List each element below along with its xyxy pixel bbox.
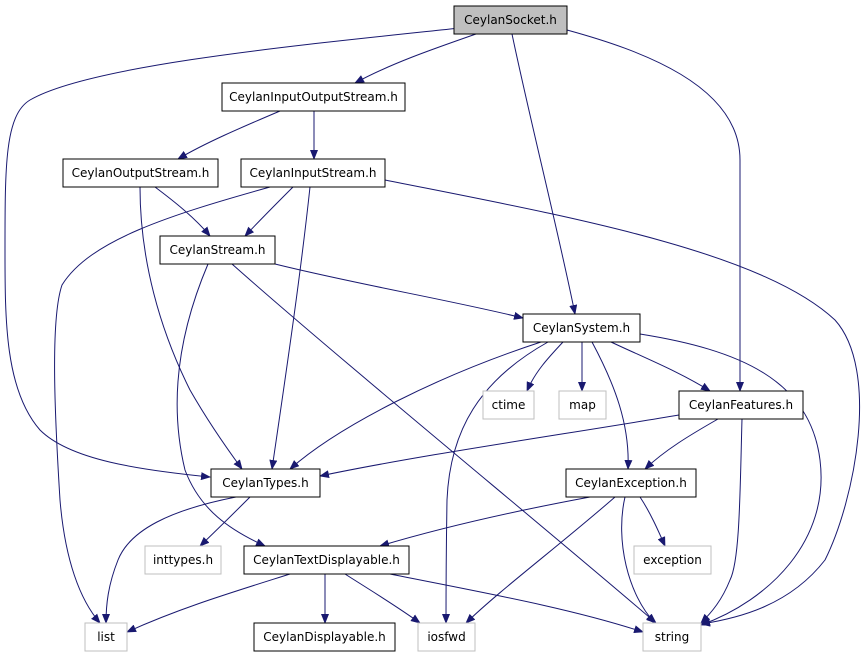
- node-box-displayable: [253, 622, 396, 652]
- edge-ostream-to-stream: [154, 186, 211, 237]
- node-box-exception: [565, 468, 697, 498]
- node-box-list: [84, 622, 128, 652]
- edge-socket-to-system: [511, 33, 578, 315]
- node-stream[interactable]: CeylanStream.h: [159, 235, 276, 265]
- node-box-iostream: [221, 82, 406, 112]
- node-features[interactable]: CeylanFeatures.h: [678, 390, 804, 420]
- edge-system-to-ctime: [526, 341, 564, 392]
- node-box-ctime: [482, 390, 535, 420]
- edge-system-to-string: [639, 333, 822, 626]
- node-map: map: [558, 390, 607, 420]
- node-textdisp[interactable]: CeylanTextDisplayable.h: [243, 545, 410, 575]
- node-label-string: string: [655, 630, 689, 644]
- edge-iostream-to-ostream: [177, 110, 281, 160]
- edge-features-to-string: [700, 418, 743, 624]
- edge-stream-to-system: [274, 263, 524, 320]
- node-displayable[interactable]: CeylanDisplayable.h: [253, 622, 396, 652]
- node-box-ostream: [62, 158, 219, 188]
- node-box-types: [210, 468, 321, 498]
- edge-stream-to-string: [231, 263, 657, 624]
- node-label-features: CeylanFeatures.h: [689, 398, 793, 412]
- node-box-stream: [159, 235, 276, 265]
- node-list: list: [84, 622, 128, 652]
- node-ostream[interactable]: CeylanOutputStream.h: [62, 158, 219, 188]
- node-box-inttypes: [144, 545, 222, 575]
- edge-socket-to-types: [4, 27, 461, 481]
- node-label-list: list: [97, 630, 115, 644]
- edge-istream-to-list: [54, 186, 271, 624]
- edge-textdisp-to-string: [389, 573, 644, 633]
- edge-features-to-types: [319, 414, 680, 479]
- edge-exception-to-exc: [639, 496, 666, 547]
- edge-exception-to-iosfwd: [465, 496, 616, 624]
- edge-ostream-to-types: [139, 186, 243, 470]
- node-box-istream: [240, 158, 386, 188]
- node-types[interactable]: CeylanTypes.h: [210, 468, 321, 498]
- edge-system-to-types: [289, 341, 542, 470]
- node-label-types: CeylanTypes.h: [222, 476, 308, 490]
- node-label-iostream: CeylanInputOutputStream.h: [229, 90, 398, 104]
- edge-textdisp-to-list: [126, 573, 291, 633]
- edge-socket-to-iostream: [354, 33, 477, 84]
- edge-istream-to-stream: [244, 186, 294, 237]
- node-label-istream: CeylanInputStream.h: [249, 166, 376, 180]
- node-label-stream: CeylanStream.h: [170, 243, 266, 257]
- node-box-features: [678, 390, 804, 420]
- node-string: string: [642, 622, 702, 652]
- nodes-layer: CeylanSocket.hCeylanInputOutputStream.hC…: [62, 5, 804, 652]
- edge-textdisp-to-iosfwd: [344, 573, 421, 624]
- edge-system-to-exception: [591, 341, 633, 470]
- edges-layer: [4, 27, 861, 633]
- node-label-iosfwd: iosfwd: [427, 630, 465, 644]
- edge-stream-to-textdisp: [176, 263, 266, 547]
- edge-exception-to-string: [621, 496, 656, 624]
- node-box-iosfwd: [417, 622, 476, 652]
- node-inttypes: inttypes.h: [144, 545, 222, 575]
- edge-exception-to-textdisp: [379, 496, 591, 548]
- node-box-textdisp: [243, 545, 410, 575]
- node-label-system: CeylanSystem.h: [533, 321, 630, 335]
- node-label-displayable: CeylanDisplayable.h: [263, 630, 386, 644]
- node-label-ostream: CeylanOutputStream.h: [72, 166, 210, 180]
- node-label-textdisp: CeylanTextDisplayable.h: [253, 553, 400, 567]
- node-box-exc: [633, 545, 712, 575]
- edge-system-to-iosfwd: [442, 341, 549, 624]
- node-label-ctime: ctime: [492, 398, 526, 412]
- node-label-exception: CeylanException.h: [575, 476, 687, 490]
- node-exc: exception: [633, 545, 712, 575]
- edge-features-to-exception: [644, 418, 719, 470]
- node-socket[interactable]: CeylanSocket.h: [453, 5, 568, 35]
- node-label-exc: exception: [643, 553, 702, 567]
- node-ctime: ctime: [482, 390, 535, 420]
- node-iostream[interactable]: CeylanInputOutputStream.h: [221, 82, 406, 112]
- node-box-socket: [453, 5, 568, 35]
- node-box-map: [558, 390, 607, 420]
- node-system[interactable]: CeylanSystem.h: [522, 313, 641, 343]
- node-label-socket: CeylanSocket.h: [464, 13, 557, 27]
- node-label-map: map: [569, 398, 596, 412]
- edge-types-to-inttypes: [199, 496, 251, 547]
- edge-istream-to-string: [384, 179, 861, 627]
- node-label-inttypes: inttypes.h: [153, 553, 213, 567]
- edge-socket-to-features: [566, 29, 744, 392]
- edge-system-to-features: [610, 341, 711, 392]
- node-istream[interactable]: CeylanInputStream.h: [240, 158, 386, 188]
- node-iosfwd: iosfwd: [417, 622, 476, 652]
- node-exception[interactable]: CeylanException.h: [565, 468, 697, 498]
- edge-types-to-list: [102, 496, 237, 624]
- node-box-system: [522, 313, 641, 343]
- edge-istream-to-types: [269, 186, 311, 470]
- node-box-string: [642, 622, 702, 652]
